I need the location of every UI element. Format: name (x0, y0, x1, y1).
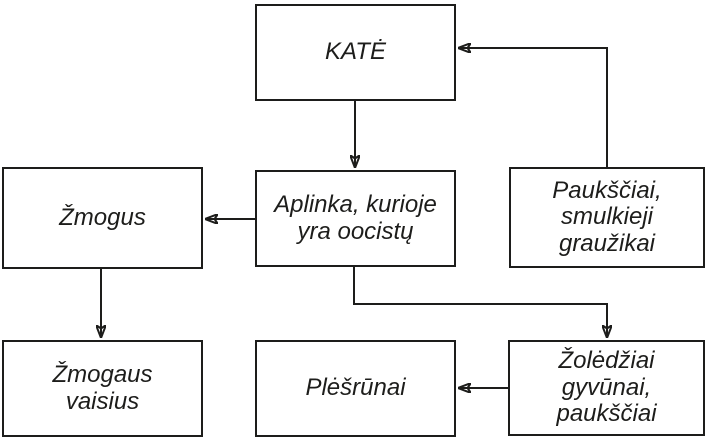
node-birds-small-rodents-label: Paukščiai, smulkieji graužikai (552, 176, 662, 257)
arrow-birds-rodents-to-cat (459, 48, 608, 167)
node-predators: Plėšrūnai (255, 340, 456, 437)
node-human-label: Žmogus (59, 203, 146, 231)
node-cat-label: KATĖ (325, 38, 386, 66)
node-human-fetus-label: Žmogaus vaisius (52, 361, 153, 415)
node-cat: KATĖ (255, 4, 456, 101)
node-environment-label: Aplinka, kurioje yra oocistų (274, 191, 437, 245)
node-birds-small-rodents: Paukščiai, smulkieji graužikai (509, 167, 705, 268)
node-human-fetus: Žmogaus vaisius (2, 340, 203, 437)
node-human: Žmogus (2, 167, 203, 269)
node-herbivorous-animals-birds-label: Žolėdžiai gyvūnai, paukščiai (556, 347, 657, 428)
arrow-environment-to-herbivores (353, 267, 607, 337)
node-environment-with-oocysts: Aplinka, kurioje yra oocistų (255, 170, 456, 267)
node-predators-label: Plėšrūnai (305, 374, 406, 402)
node-herbivorous-animals-birds: Žolėdžiai gyvūnai, paukščiai (508, 340, 705, 436)
